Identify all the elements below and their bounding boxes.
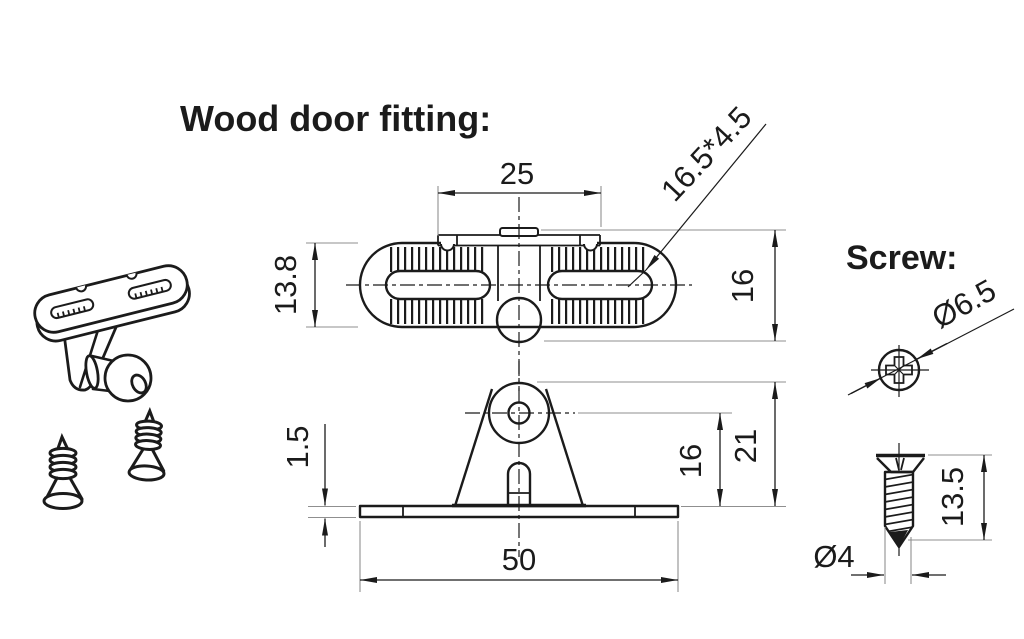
top-view (346, 197, 692, 391)
screw-head-circle (877, 348, 921, 392)
iso-notch (75, 284, 88, 293)
iso-plate (33, 264, 191, 343)
front-view-dimensions: 1.5 16 21 50 (280, 381, 786, 592)
dim-label: Ø4 (813, 539, 854, 574)
dim-overall-width: 16 (541, 229, 786, 342)
front-view-gusset (453, 388, 494, 507)
dim-shank-diameter: Ø4 (813, 527, 946, 584)
front-view (358, 361, 680, 557)
screw-top-view (871, 345, 929, 397)
iso-slot-left (50, 298, 95, 320)
dim-head-diameter: Ø6.5 (847, 272, 1015, 396)
page-title: Wood door fitting: (180, 98, 491, 139)
dim-total-height: 21 (537, 381, 786, 508)
dim-pivot-height: 16 (578, 412, 732, 506)
dim-slot-spacing: 25 (437, 156, 602, 236)
dim-label: 50 (502, 542, 536, 577)
dim-label: Ø6.5 (926, 272, 1002, 335)
iso-ball-hole (130, 373, 148, 395)
screw-section: Screw: Ø6.5 (813, 239, 1015, 584)
iso-screw-left (42, 433, 84, 510)
iso-slot-right (127, 278, 172, 300)
dim-label: 13.5 (935, 467, 970, 527)
top-view-notch (583, 243, 598, 252)
dim-label: 21 (728, 429, 763, 463)
dim-body-width: 13.8 (268, 242, 358, 328)
iso-notch (125, 272, 138, 280)
dim-label: 1.5 (280, 425, 315, 468)
dim-label: 16 (673, 444, 708, 478)
dim-plate-thickness: 1.5 (280, 424, 356, 547)
dim-base-length: 50 (359, 521, 679, 592)
dim-label: 16.5*4.5 (654, 100, 758, 208)
top-view-notch (440, 243, 455, 252)
dim-label: 16 (725, 269, 760, 303)
iso-neck (84, 354, 100, 390)
screw-head-side (876, 453, 925, 474)
dim-label: 13.8 (268, 255, 303, 315)
screw-side-view (876, 443, 925, 556)
dim-screw-length: 13.5 (908, 454, 992, 541)
iso-screw-right (127, 407, 166, 482)
dim-label: 25 (500, 156, 534, 191)
screw-section-title: Screw: (846, 239, 958, 277)
iso-view (33, 264, 191, 510)
phillips-recess (885, 356, 913, 384)
top-view-serrations (390, 247, 648, 324)
